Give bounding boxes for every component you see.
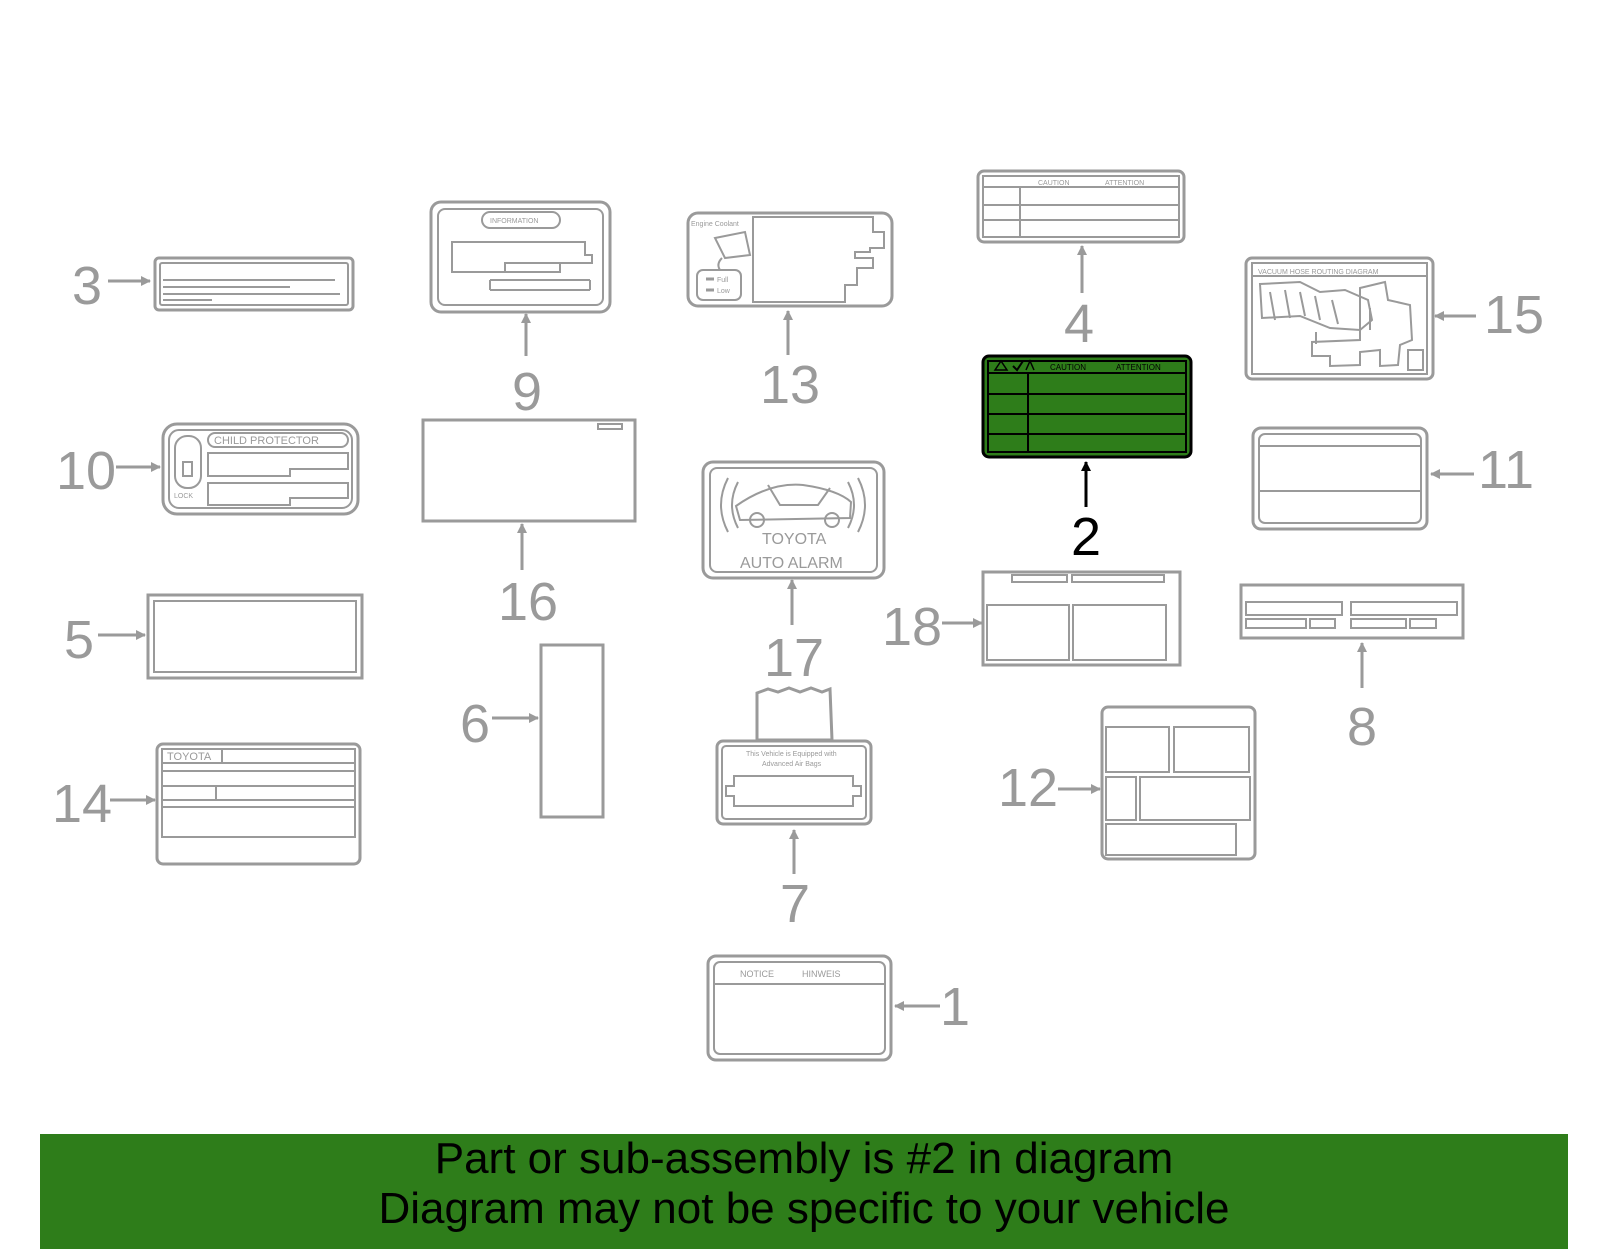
caution-text-4: CAUTION — [1038, 180, 1070, 187]
callout-13[interactable]: 13 — [760, 355, 820, 415]
banner-line-2: Diagram may not be specific to your vehi… — [378, 1184, 1230, 1233]
callout-1[interactable]: 1 — [940, 977, 970, 1037]
banner-line-1: Part or sub-assembly is #2 in diagram — [434, 1134, 1174, 1183]
warning-triangle-icon — [993, 359, 1009, 371]
callout-17[interactable]: 17 — [764, 628, 824, 688]
low-text: Low — [717, 288, 731, 295]
full-text: Full — [717, 277, 729, 284]
callout-3[interactable]: 3 — [72, 256, 102, 316]
child-protector-text: CHILD PROTECTOR — [214, 435, 319, 447]
label-15[interactable]: VACUUM HOSE ROUTING DIAGRAM — [1244, 256, 1435, 381]
engine-coolant-text: Engine Coolant — [691, 221, 739, 228]
alarm-toyota-text: TOYOTA — [762, 531, 827, 548]
hinweis-text: HINWEIS — [802, 969, 841, 979]
callout-5[interactable]: 5 — [64, 610, 94, 670]
label-18[interactable] — [981, 570, 1182, 667]
vacuum-title-text: VACUUM HOSE ROUTING DIAGRAM — [1258, 269, 1379, 276]
callout-8[interactable]: 8 — [1347, 697, 1377, 757]
lock-text: LOCK — [174, 493, 193, 500]
label-16[interactable] — [421, 418, 637, 523]
callout-12[interactable]: 12 — [998, 758, 1058, 818]
information-text: INFORMATION — [490, 218, 538, 225]
label-8[interactable] — [1239, 583, 1465, 640]
pin-icon — [1025, 359, 1035, 371]
check-mark-icon — [1012, 360, 1024, 372]
callout-11[interactable]: 11 — [1478, 440, 1534, 500]
label-5[interactable] — [146, 593, 364, 680]
callout-16[interactable]: 16 — [498, 572, 558, 632]
callout-10[interactable]: 10 — [56, 441, 116, 501]
callout-14[interactable]: 14 — [52, 774, 112, 834]
label-4[interactable]: CAUTION ATTENTION — [976, 169, 1186, 244]
info-banner: Part or sub-assembly is #2 in diagram Di… — [40, 1134, 1568, 1249]
label-13[interactable]: Engine Coolant Full Low — [686, 211, 894, 308]
label-11[interactable] — [1251, 426, 1429, 531]
label-2-highlighted[interactable]: CAUTION ATTENTION — [981, 354, 1193, 459]
label-9[interactable]: INFORMATION — [429, 200, 612, 314]
callout-9[interactable]: 9 — [512, 362, 542, 422]
label-14[interactable]: TOYOTA — [155, 742, 362, 866]
attention-text-4: ATTENTION — [1105, 180, 1144, 187]
air-bag-line2: Advanced Air Bags — [762, 761, 822, 768]
callout-2[interactable]: 2 — [1071, 507, 1101, 567]
callout-4[interactable]: 4 — [1064, 294, 1094, 354]
callout-18[interactable]: 18 — [882, 597, 942, 657]
label-3[interactable] — [153, 256, 355, 312]
auto-alarm-text: AUTO ALARM — [740, 555, 843, 572]
attention-text-2: ATTENTION — [1116, 363, 1161, 372]
label-10[interactable]: LOCK CHILD PROTECTOR — [161, 422, 360, 516]
label-7[interactable]: This Vehicle is Equipped with Advanced A… — [715, 686, 873, 826]
callout-15[interactable]: 15 — [1484, 285, 1544, 345]
notice-text: NOTICE — [740, 969, 774, 979]
label-6[interactable] — [539, 643, 605, 819]
callout-7[interactable]: 7 — [780, 874, 810, 934]
callout-6[interactable]: 6 — [460, 694, 490, 754]
label-17[interactable]: TOYOTA AUTO ALARM — [701, 460, 886, 580]
toyota-text: TOYOTA — [167, 751, 212, 763]
label-12[interactable] — [1100, 705, 1257, 861]
air-bag-line1: This Vehicle is Equipped with — [746, 751, 837, 758]
label-1[interactable]: NOTICE HINWEIS — [706, 954, 893, 1062]
caution-text-2: CAUTION — [1050, 363, 1086, 372]
